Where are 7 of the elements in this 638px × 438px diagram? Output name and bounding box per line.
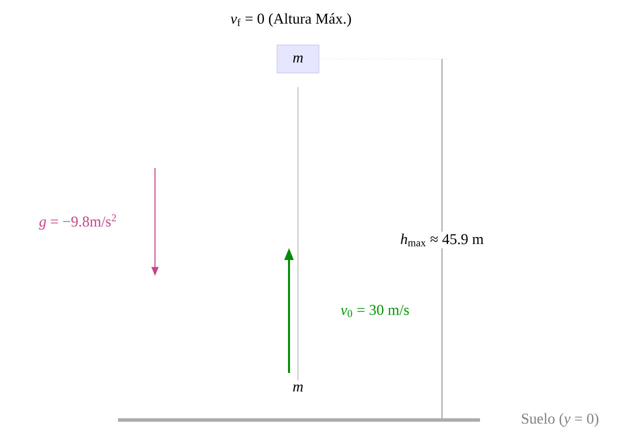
node-label: v$_{f}$ = 0 (Altura Máx.): [230, 13, 351, 27]
ground-label: Suelo (y = 0): [522, 413, 598, 427]
height-label: h$_{max}$ ≈ 45.9 m: [398, 232, 486, 248]
mass-label: m: [293, 384, 303, 392]
velocity-label: v$_{0}$ = 30 m/s: [340, 304, 409, 318]
mass-box: m: [276, 44, 320, 74]
acceleration-label: g = −9.8m/s$^{2}$: [38, 214, 116, 230]
